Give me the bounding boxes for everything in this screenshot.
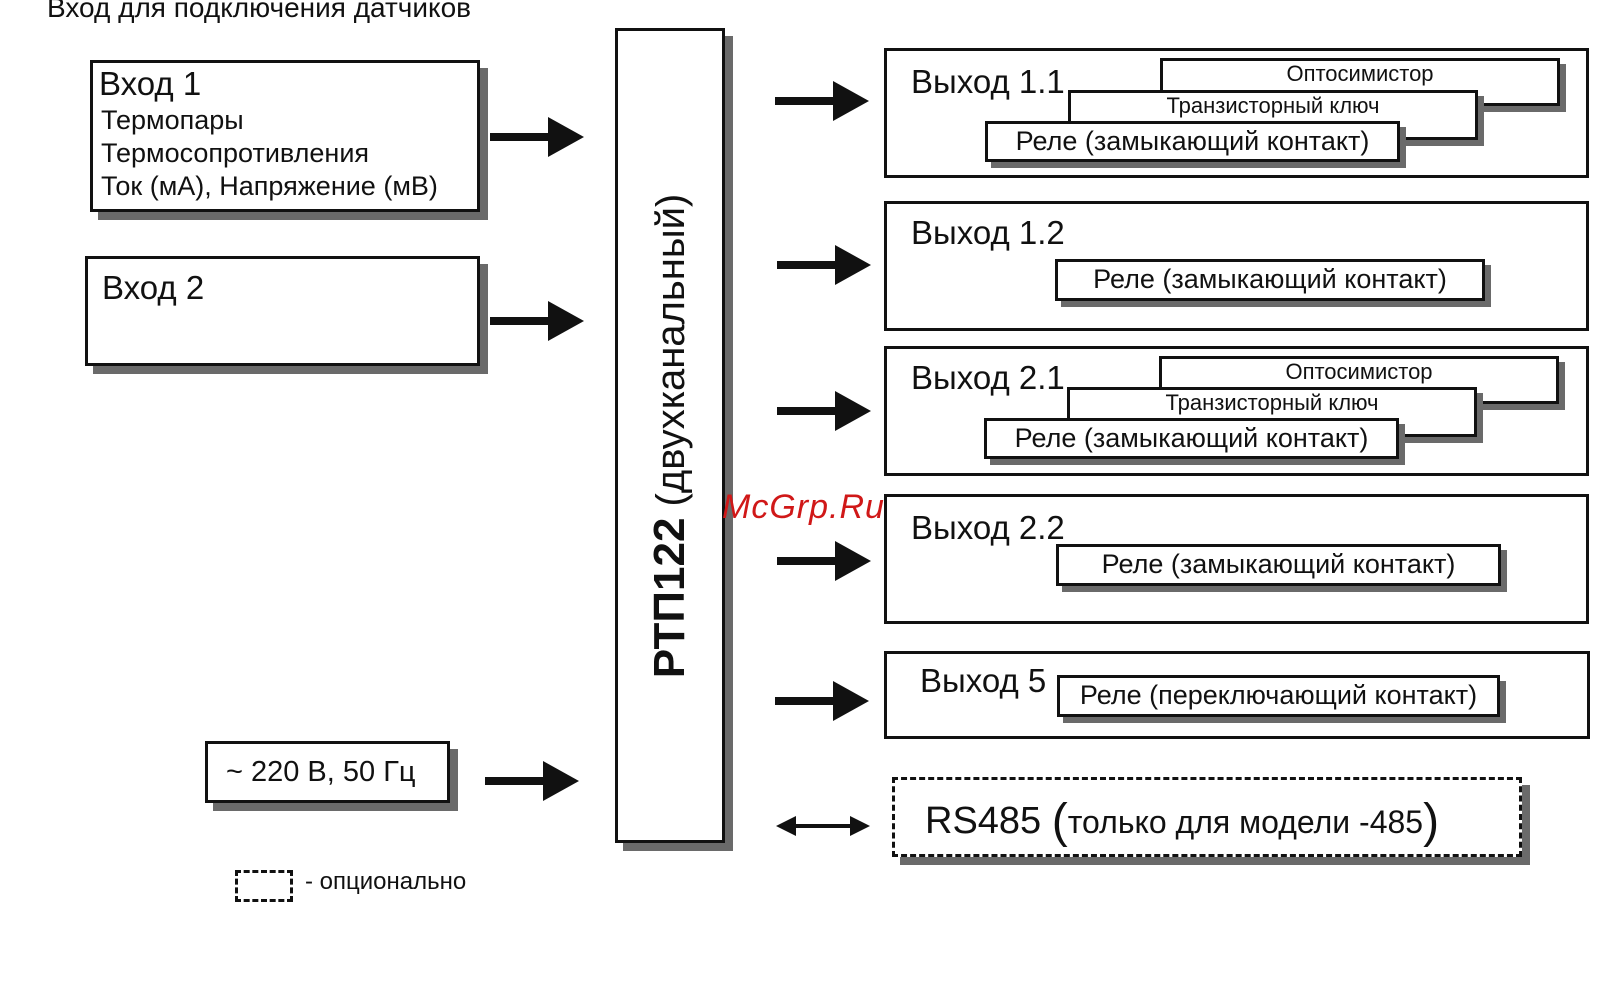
output-5-title: Выход 5 xyxy=(920,662,1047,699)
output-2-2-relay: Реле (замыкающий контакт) xyxy=(1056,544,1501,586)
output-2-1-relay: Реле (замыкающий контакт) xyxy=(984,418,1399,459)
arrow-output-1-2 xyxy=(777,245,871,285)
watermark: McGrp.Ru xyxy=(722,488,885,526)
arrow-output-2-2 xyxy=(777,541,871,581)
arrow-output-2-1 xyxy=(777,391,871,431)
output-1-1-relay: Реле (замыкающий контакт) xyxy=(985,121,1400,162)
legend-dashed-box xyxy=(235,870,293,902)
arrow-output-1-1 xyxy=(775,81,869,121)
output-1-1-title: Выход 1.1 xyxy=(911,63,1065,100)
diagram-header: Вход для подключения датчиков xyxy=(47,0,472,23)
power-supply-box: ~ 220 В, 50 Гц xyxy=(205,741,450,803)
rs485-name: RS485 xyxy=(925,800,1042,842)
arrow-output-5 xyxy=(775,681,869,721)
input-1-line-rtd: Термосопротивления xyxy=(101,138,370,168)
output-1-2-relay: Реле (замыкающий контакт) xyxy=(1055,259,1485,301)
rs485-open-paren: ( xyxy=(1051,795,1068,848)
output-2-2-title: Выход 2.2 xyxy=(911,509,1065,546)
input-2-title: Вход 2 xyxy=(102,269,205,306)
arrow-input-1 xyxy=(490,117,584,157)
output-1-2-title: Выход 1.2 xyxy=(911,214,1065,251)
output-2-1-title: Выход 2.1 xyxy=(911,359,1065,396)
rs485-note: только для модели -485 xyxy=(1067,804,1424,840)
rs485-box: RS485 (только для модели -485) xyxy=(892,777,1522,857)
rs485-close-paren: ) xyxy=(1423,795,1440,848)
arrow-power xyxy=(485,761,579,801)
arrow-rs485-bidirectional xyxy=(776,816,870,836)
input-1-line-current-voltage: Ток (мА), Напряжение (мВ) xyxy=(101,171,438,201)
device-block: РТП122 (двухканальный) xyxy=(615,28,725,843)
legend-text: - опционально xyxy=(305,868,467,895)
input-2-box: Вход 2 xyxy=(85,256,480,366)
input-1-line-thermocouples: Термопары xyxy=(101,105,244,135)
input-1-box: Вход 1 Термопары Термосопротивления Ток … xyxy=(90,60,480,212)
power-supply-label: ~ 220 В, 50 Гц xyxy=(226,756,416,788)
input-1-title: Вход 1 xyxy=(99,65,202,102)
output-5-relay: Реле (переключающий контакт) xyxy=(1057,675,1500,717)
arrow-input-2 xyxy=(490,301,584,341)
rs485-label: RS485 (только для модели -485) xyxy=(925,794,1439,849)
